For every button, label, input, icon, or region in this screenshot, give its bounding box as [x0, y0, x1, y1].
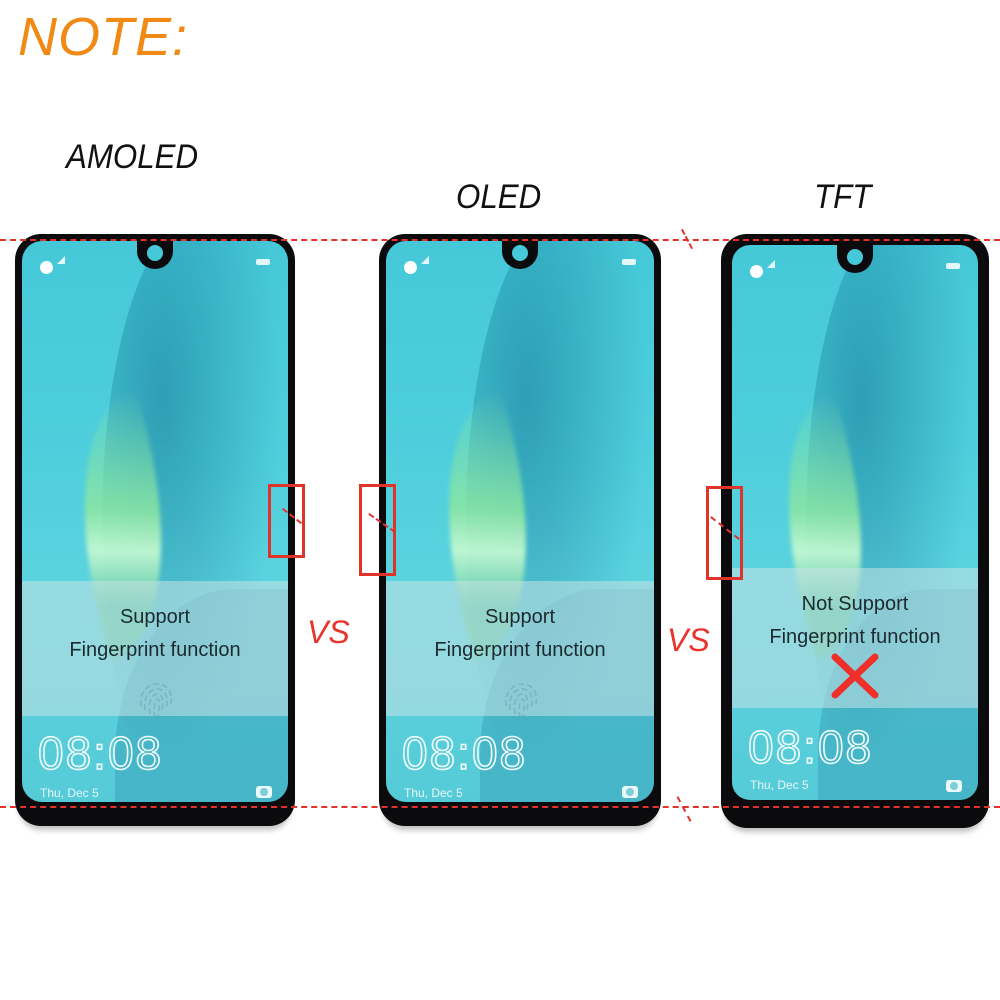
- camera-icon: [622, 786, 638, 798]
- message-line1: Support: [119, 606, 191, 628]
- phone-screen: Not Support Fingerprint function 08:08 T…: [732, 245, 978, 800]
- camera-icon: [946, 780, 962, 792]
- message-line1: Not Support: [801, 593, 909, 615]
- battery-icon: [946, 263, 960, 269]
- lockscreen-clock: 08:08: [747, 720, 874, 774]
- message-line2: Fingerprint function: [69, 639, 241, 661]
- break-mark-bottom: [676, 796, 692, 822]
- message-line1: Support: [484, 606, 556, 628]
- lockscreen-clock: 08:08: [401, 726, 528, 780]
- phone-oled: Support Fingerprint function 08:08 Thu, …: [379, 234, 661, 826]
- status-dot-icon: [40, 261, 53, 274]
- signal-icon: [57, 256, 65, 264]
- x-mark-icon: [831, 653, 879, 699]
- info-panel: Not Support Fingerprint function: [732, 568, 978, 708]
- edge-highlight-amoled: [268, 484, 305, 558]
- camera-icon: [256, 786, 272, 798]
- note-title: NOTE:: [18, 7, 189, 67]
- label-oled: OLED: [456, 178, 542, 216]
- fingerprint-icon: [504, 683, 538, 719]
- vs-separator-2: VS: [667, 622, 710, 658]
- waterdrop-notch: [137, 241, 173, 269]
- lockscreen-date: Thu, Dec 5: [404, 786, 463, 800]
- message-line2: Fingerprint function: [769, 626, 941, 648]
- phone-tft: Not Support Fingerprint function 08:08 T…: [721, 234, 989, 828]
- vs-separator-1: VS: [307, 614, 350, 650]
- bottom-guide-line: [0, 806, 1000, 808]
- label-tft: TFT: [814, 178, 872, 216]
- label-amoled: AMOLED: [66, 138, 199, 176]
- info-panel: Support Fingerprint function: [386, 581, 654, 719]
- edge-highlight-oled: [359, 484, 396, 576]
- signal-icon: [767, 260, 775, 268]
- phone-screen: Support Fingerprint function 08:08 Thu, …: [386, 241, 654, 802]
- status-dot-icon: [404, 261, 417, 274]
- message-line2: Fingerprint function: [434, 639, 606, 661]
- signal-icon: [421, 256, 429, 264]
- battery-icon: [622, 259, 636, 265]
- edge-highlight-tft: [706, 486, 743, 580]
- phone-screen: Support Fingerprint function 08:08 Thu, …: [22, 241, 288, 802]
- lockscreen-date: Thu, Dec 5: [40, 786, 99, 800]
- phone-amoled: Support Fingerprint function 08:08 Thu, …: [15, 234, 295, 826]
- lockscreen-date: Thu, Dec 5: [750, 778, 809, 792]
- lockscreen-clock: 08:08: [37, 726, 164, 780]
- battery-icon: [256, 259, 270, 265]
- fingerprint-icon: [139, 683, 173, 719]
- waterdrop-notch: [502, 241, 538, 269]
- top-guide-line: [0, 239, 1000, 241]
- info-panel: Support Fingerprint function: [22, 581, 288, 719]
- waterdrop-notch: [837, 245, 873, 273]
- status-dot-icon: [750, 265, 763, 278]
